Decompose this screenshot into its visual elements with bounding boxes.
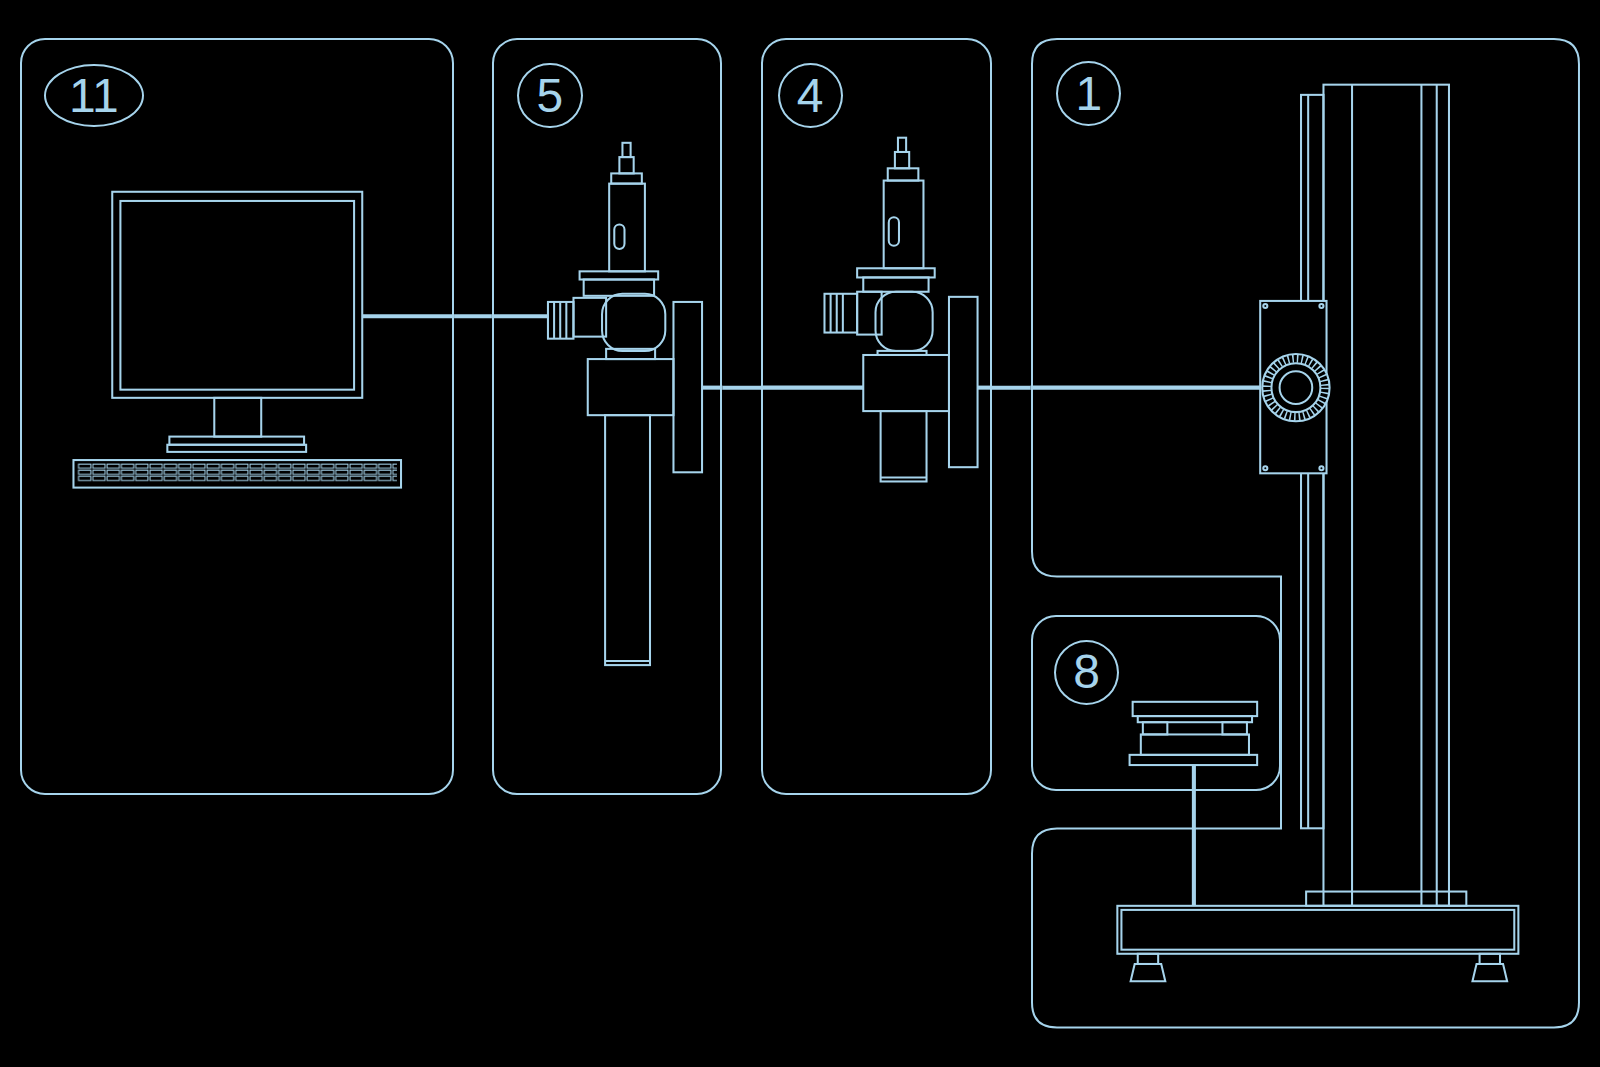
camera-unit [673, 302, 702, 472]
computer-monitor [112, 192, 362, 452]
load-platform [1133, 702, 1257, 716]
illustration-part [73, 85, 1518, 982]
computer-monitor [120, 201, 354, 390]
test-stand [1267, 359, 1325, 417]
camera-unit [895, 152, 909, 168]
test-stand [1262, 354, 1329, 421]
camera-unit [611, 173, 642, 183]
test-stand [1319, 304, 1323, 308]
camera-unit [888, 168, 919, 180]
camera-unit [881, 476, 927, 478]
panel-box: 11 [20, 38, 454, 795]
camera-unit [605, 660, 650, 662]
camera-unit [842, 294, 844, 333]
signal-wire [978, 386, 992, 390]
camera-unit [884, 181, 924, 269]
camera-unit [606, 349, 655, 359]
camera-unit [836, 294, 838, 333]
test-stand [1472, 964, 1507, 981]
signal-wire [1192, 828, 1196, 906]
test-stand [1323, 85, 1449, 906]
keyboard [73, 460, 401, 488]
camera-unit [824, 138, 977, 482]
signal-wire [492, 314, 548, 318]
test-stand [1280, 371, 1313, 404]
test-stand [1306, 892, 1466, 906]
test-stand [1138, 954, 1158, 964]
camera-unit [898, 138, 906, 152]
computer-monitor [169, 437, 304, 445]
panel-outline [1032, 39, 1579, 1027]
camera-unit [863, 277, 928, 291]
test-stand [1121, 910, 1514, 950]
camera-unit [580, 271, 659, 279]
signal-wire [1192, 765, 1196, 791]
keyboard [73, 460, 401, 488]
camera-unit [876, 292, 933, 351]
callout-number: 8 [1054, 640, 1119, 705]
camera-unit [548, 143, 702, 665]
camera-unit [609, 184, 645, 272]
load-platform [1141, 734, 1249, 754]
signal-wire [761, 386, 863, 390]
signal-wire [1031, 386, 1264, 390]
callout-number: 5 [517, 63, 582, 128]
panel-box: 1 [1031, 38, 1580, 1028]
camera-unit [857, 292, 881, 335]
camera-unit [830, 294, 832, 333]
test-stand [1319, 466, 1323, 470]
keyboard [78, 463, 397, 481]
load-platform [1130, 755, 1258, 765]
callout-number: 11 [44, 64, 144, 127]
camera-unit [619, 157, 633, 173]
camera-unit [881, 411, 927, 481]
load-platform [1130, 702, 1258, 765]
camera-unit [622, 143, 630, 157]
test-stand [1480, 954, 1500, 964]
signal-wire [362, 316, 1263, 906]
panel-box: 4 [761, 38, 992, 795]
camera-unit [559, 302, 561, 339]
test-stand [1117, 906, 1518, 954]
signal-wire [722, 386, 761, 390]
camera-unit [605, 415, 650, 665]
panel-box: 8 [1031, 615, 1281, 790]
panel-box: 5 [492, 38, 723, 795]
callout-number: 4 [778, 63, 843, 128]
test-stand [1263, 304, 1267, 308]
test-stand [1131, 964, 1166, 981]
signal-wire [992, 386, 1031, 390]
camera-unit [588, 359, 674, 415]
signal-wire [454, 314, 492, 318]
signal-wire [702, 386, 722, 390]
camera-unit [548, 302, 574, 339]
camera-unit [889, 217, 899, 246]
camera-unit [949, 297, 978, 467]
test-stand [1271, 363, 1320, 412]
load-platform [1222, 722, 1246, 734]
test-stand [1117, 85, 1518, 982]
load-platform [1143, 722, 1167, 734]
camera-unit [565, 302, 567, 339]
computer-monitor [214, 398, 261, 437]
test-stand [1263, 466, 1267, 470]
signal-wire [1192, 790, 1196, 830]
test-stand [1420, 85, 1422, 906]
computer-monitor [167, 445, 306, 452]
camera-unit [824, 294, 857, 333]
signal-wire [362, 314, 454, 318]
camera-unit [863, 355, 949, 411]
camera-unit [553, 302, 555, 339]
test-stand [1436, 85, 1438, 906]
camera-unit [602, 294, 665, 351]
test-stand [1351, 85, 1353, 906]
camera-unit [857, 268, 935, 277]
panel-outline [1031, 38, 1580, 1028]
computer-monitor [112, 192, 362, 398]
callout-number: 1 [1056, 61, 1121, 126]
camera-unit [614, 224, 624, 248]
